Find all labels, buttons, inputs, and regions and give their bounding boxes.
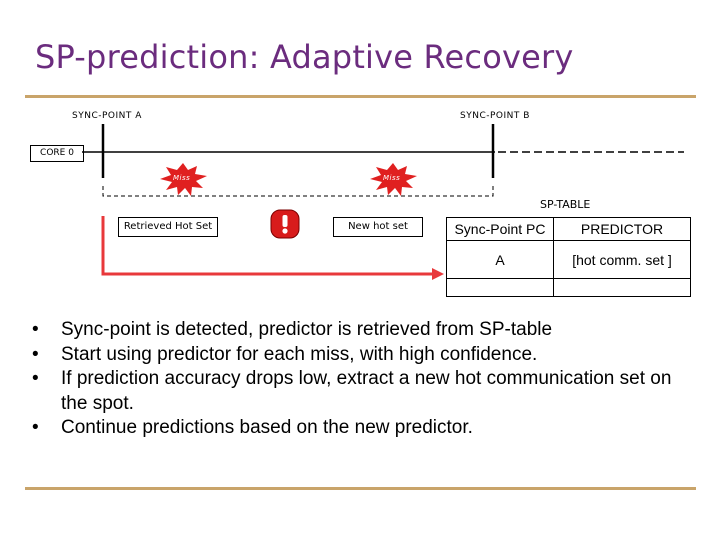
table-header-cell: Sync-Point PC xyxy=(446,217,554,241)
list-item: •Sync-point is detected, predictor is re… xyxy=(32,318,681,343)
bottom-divider xyxy=(25,487,696,490)
bullet-list: •Sync-point is detected, predictor is re… xyxy=(32,318,681,441)
flow-arrow xyxy=(101,216,432,276)
bullet-icon: • xyxy=(32,368,39,389)
table-cell: [hot comm. set ] xyxy=(553,240,691,279)
page-title: SP-prediction: Adaptive Recovery xyxy=(35,38,574,76)
arrow-head xyxy=(432,268,444,280)
table-cell: A xyxy=(446,240,554,279)
sync-point-b-label: SYNC-POINT B xyxy=(460,111,530,121)
table-cell xyxy=(553,278,691,297)
new-hot-set-box: New hot set xyxy=(333,217,423,237)
top-divider xyxy=(25,95,696,98)
sp-table-label: SP-TABLE xyxy=(540,198,591,211)
miss-label: Miss xyxy=(173,174,191,182)
list-item: •Continue predictions based on the new p… xyxy=(32,416,681,441)
exclamation-icon xyxy=(270,209,300,239)
table-row: A [hot comm. set ] xyxy=(446,240,691,279)
table-header-cell: PREDICTOR xyxy=(553,217,691,241)
core-label: CORE 0 xyxy=(30,145,84,162)
bullet-icon: • xyxy=(32,343,39,365)
sync-point-a-label: SYNC-POINT A xyxy=(72,111,142,121)
miss-burst-icon xyxy=(160,163,207,196)
bullet-icon: • xyxy=(32,417,39,438)
table-header-row: Sync-Point PC PREDICTOR xyxy=(446,217,691,241)
miss-burst-icon xyxy=(370,163,417,196)
table-cell xyxy=(446,278,554,297)
miss-label: Miss xyxy=(383,174,401,182)
bullet-icon: • xyxy=(32,319,39,340)
table-row xyxy=(446,278,691,297)
retrieved-hot-set-box: Retrieved Hot Set xyxy=(118,217,218,237)
timeline-diagram xyxy=(82,124,684,280)
list-item: •If prediction accuracy drops low, extra… xyxy=(32,368,672,414)
interval-bracket xyxy=(102,186,494,197)
list-item: •Start using predictor for each miss, wi… xyxy=(32,343,681,368)
sp-table: Sync-Point PC PREDICTOR A [hot comm. set… xyxy=(446,217,691,297)
